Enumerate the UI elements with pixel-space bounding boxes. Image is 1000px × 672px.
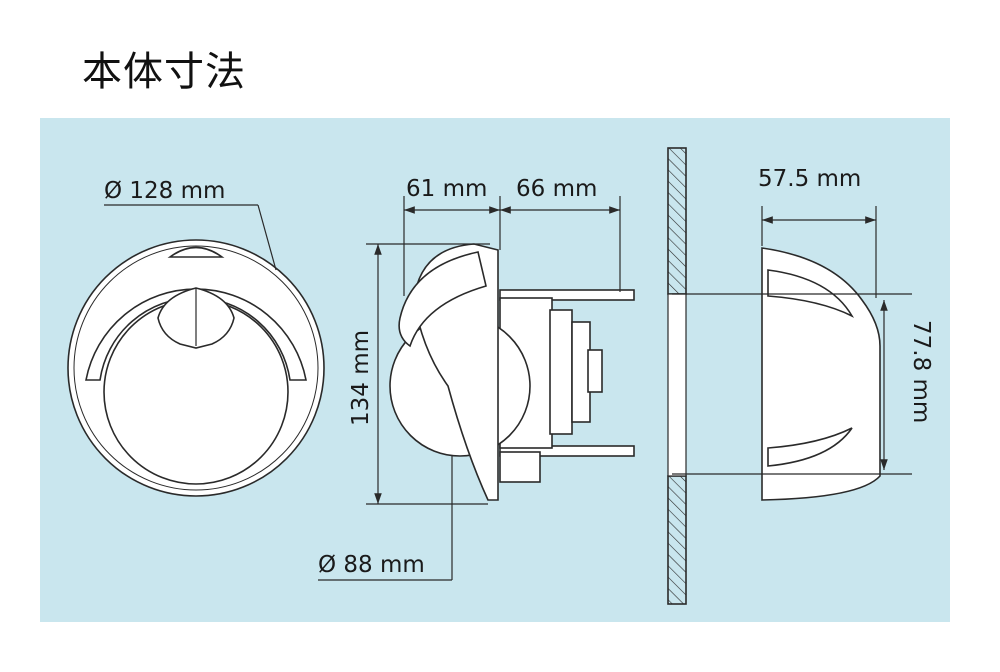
side-bracket-lower xyxy=(499,445,635,457)
panel-cutout xyxy=(667,293,687,477)
side-view xyxy=(389,243,635,501)
cutout-slot-lower xyxy=(767,427,853,467)
dimension-diagram: Ø 128 mm 61 mm 66 mm 134 mm Ø 88 mm xyxy=(40,118,950,622)
side-dimension-lines xyxy=(318,196,621,581)
cutout-view xyxy=(761,247,881,501)
page-title: 本体寸法 xyxy=(82,49,246,95)
cut-height-label: 77.8 mm xyxy=(908,320,934,423)
side-visor xyxy=(398,251,487,348)
side-body-cap xyxy=(587,349,603,393)
panel-upper xyxy=(667,147,687,295)
side-body-step xyxy=(549,309,573,435)
depth-back-label: 66 mm xyxy=(516,176,597,202)
front-bezel-inner xyxy=(73,245,319,491)
front-top-tab xyxy=(167,246,225,258)
height-label: 134 mm xyxy=(348,330,374,426)
front-view xyxy=(67,239,325,497)
visor-ring xyxy=(85,288,307,381)
dome-diameter-label: Ø 88 mm xyxy=(318,552,425,578)
cutout-dimension-lines xyxy=(672,206,912,475)
front-diameter-leader-tail xyxy=(257,204,277,271)
cutout-slot-upper xyxy=(767,269,855,318)
cutout-body xyxy=(761,247,881,501)
side-bracket-upper xyxy=(499,289,635,301)
front-diameter-label: Ø 128 mm xyxy=(104,178,225,204)
side-body-base xyxy=(499,451,541,483)
depth-front-label: 61 mm xyxy=(406,176,487,202)
panel-lower xyxy=(667,475,687,605)
cut-width-label: 57.5 mm xyxy=(758,166,861,192)
mounting-panel xyxy=(667,147,687,605)
